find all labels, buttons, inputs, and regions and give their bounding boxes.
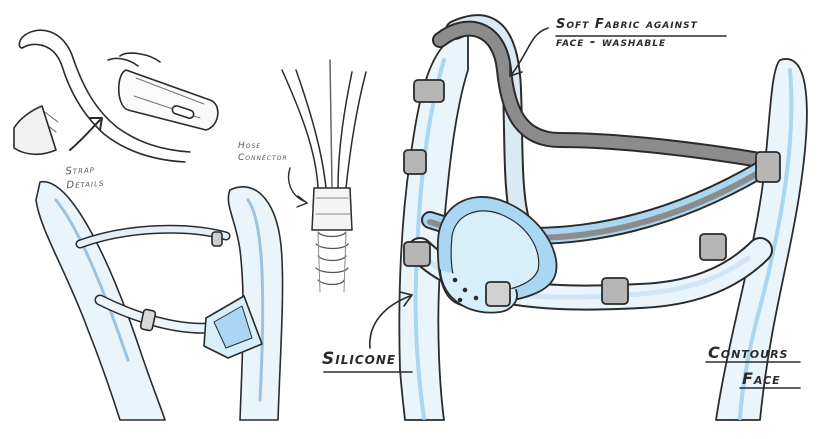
- hose-connector-sketch: [281, 59, 367, 293]
- silicone-label: Silicone: [322, 349, 397, 369]
- hose-connector-line1: Hose: [238, 141, 262, 151]
- contours-face-label: Contours Face: [708, 340, 788, 392]
- main-mask-sketch: [398, 14, 808, 421]
- small-mask-sketch: [35, 181, 284, 421]
- hose-connector-label: Hose Connector: [238, 140, 288, 164]
- soft-fabric-line2: face - washable: [556, 35, 667, 50]
- strap-details-label: Strap Details: [65, 163, 105, 194]
- soft-fabric-line1: Soft Fabric against: [556, 17, 698, 32]
- strap-details-line2: Details: [66, 177, 105, 192]
- annotation-arrows: [323, 27, 801, 389]
- soft-fabric-label: Soft Fabric against face - washable: [556, 16, 698, 52]
- strap-detail-sketch: [13, 29, 219, 163]
- contours-face-line2: Face: [742, 369, 781, 388]
- hose-connector-line2: Connector: [238, 153, 288, 163]
- contours-face-line1: Contours: [708, 343, 789, 362]
